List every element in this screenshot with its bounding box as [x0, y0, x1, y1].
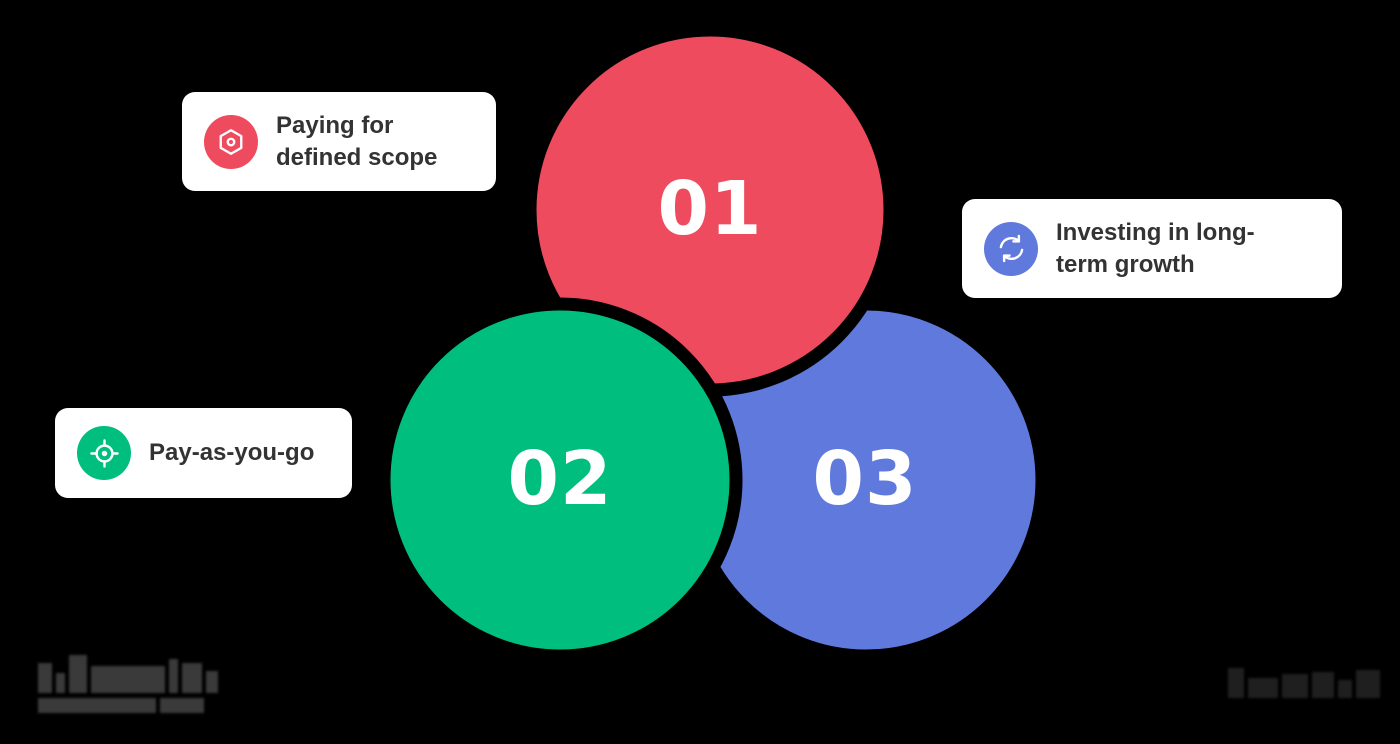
label-card-defined-scope-text: Paying for defined scope [276, 112, 438, 171]
label-card-pay-as-you-go-text: Pay-as-you-go [149, 439, 315, 467]
redact-block [1282, 674, 1308, 698]
redact-block [91, 666, 165, 693]
redact-block [69, 655, 87, 693]
redact-block [1228, 668, 1244, 698]
hexagon-dot-icon [204, 114, 258, 169]
label-card-long-term-growth-text: Investing in long- term growth [1056, 219, 1255, 278]
circle-02-shape[interactable] [377, 297, 743, 663]
redact-block [1248, 678, 1278, 698]
watermark-left-row-2 [38, 698, 218, 713]
redact-block [1312, 672, 1334, 698]
redact-block [56, 673, 65, 693]
redact-block [169, 659, 178, 693]
redact-block [38, 663, 52, 693]
redact-block [1338, 680, 1352, 698]
refresh-sync-icon [984, 221, 1038, 276]
label-card-pay-as-you-go[interactable]: Pay-as-you-go [55, 408, 352, 498]
redact-block [1356, 670, 1380, 698]
watermark-logo-right [1228, 668, 1380, 698]
watermark-right-row-1 [1228, 668, 1380, 698]
watermark-left-row-1 [38, 655, 218, 693]
crosshair-target-icon [77, 426, 131, 480]
redact-block [38, 698, 156, 713]
redact-block [182, 663, 202, 693]
watermark-logo-left [38, 655, 218, 713]
label-card-long-term-growth[interactable]: Investing in long- term growth [962, 199, 1342, 299]
redact-block [160, 698, 204, 713]
label-card-defined-scope[interactable]: Paying for defined scope [182, 92, 496, 192]
redact-block [206, 671, 218, 693]
